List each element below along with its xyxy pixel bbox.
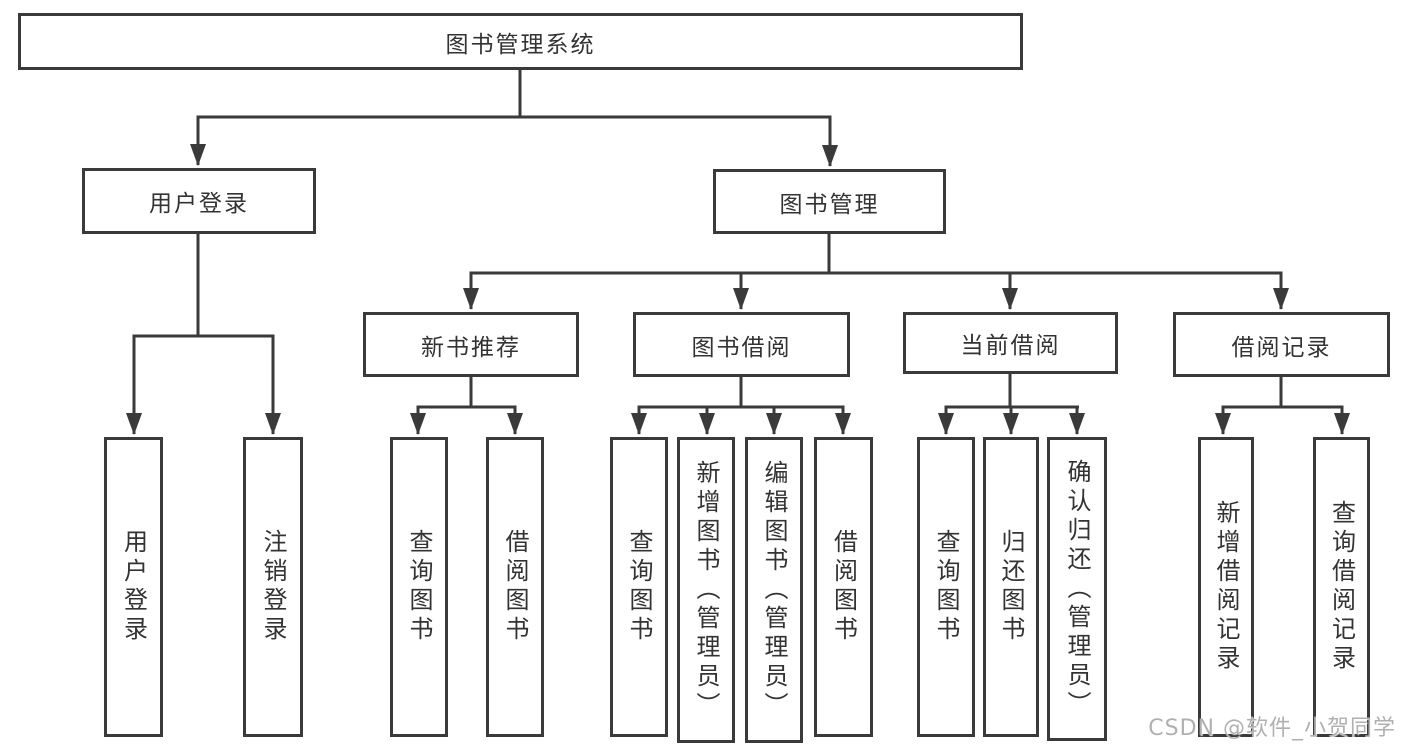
node-label: 图书管理 bbox=[779, 191, 880, 218]
leaf-borrow-book-recommend: 借阅图书 bbox=[486, 437, 544, 737]
node-label: 借阅图书 bbox=[501, 529, 529, 645]
node-label: 查询图书 bbox=[932, 529, 960, 645]
leaf-confirm-return-admin: 确认归还（管理员） bbox=[1047, 437, 1107, 741]
node-label: 图书借阅 bbox=[691, 334, 792, 361]
node-library-system: 图书管理系统 bbox=[18, 13, 1023, 70]
leaf-user-login: 用户登录 bbox=[104, 437, 163, 737]
leaf-return-book: 归还图书 bbox=[983, 437, 1039, 737]
node-label: 新增借阅记录 bbox=[1212, 500, 1240, 674]
node-label: 当前借阅 bbox=[960, 333, 1061, 359]
node-current-borrow: 当前借阅 bbox=[903, 312, 1118, 374]
node-label: 查询图书 bbox=[405, 529, 433, 645]
leaf-query-book-recommend: 查询图书 bbox=[390, 437, 448, 737]
leaf-query-book-borrow: 查询图书 bbox=[610, 437, 668, 737]
leaf-logout-login: 注销登录 bbox=[243, 437, 303, 737]
leaf-query-book-current: 查询图书 bbox=[917, 437, 975, 737]
node-label: 查询图书 bbox=[625, 529, 653, 645]
leaf-borrow-book-borrow: 借阅图书 bbox=[814, 437, 873, 737]
node-label: 借阅图书 bbox=[829, 529, 858, 645]
node-label: 确认归还（管理员） bbox=[1063, 458, 1091, 720]
node-label: 新增图书（管理员） bbox=[692, 459, 720, 721]
node-label: 用户登录 bbox=[149, 191, 249, 217]
node-label: 归还图书 bbox=[997, 529, 1025, 645]
node-user-login: 用户登录 bbox=[82, 168, 316, 234]
node-label: 查询借阅记录 bbox=[1327, 500, 1356, 674]
node-label: 图书管理系统 bbox=[445, 31, 596, 58]
watermark: CSDN @软件_小贺同学 bbox=[1148, 716, 1396, 741]
leaf-add-book-admin: 新增图书（管理员） bbox=[677, 437, 735, 743]
node-borrow-records: 借阅记录 bbox=[1173, 312, 1390, 377]
node-label: 用户登录 bbox=[119, 529, 148, 645]
node-book-borrow: 图书借阅 bbox=[633, 312, 850, 377]
node-label: 注销登录 bbox=[259, 529, 287, 645]
node-new-book-recommend: 新书推荐 bbox=[363, 312, 579, 377]
node-book-management: 图书管理 bbox=[713, 169, 946, 234]
leaf-add-borrow-record: 新增借阅记录 bbox=[1198, 437, 1254, 737]
node-label: 编辑图书（管理员） bbox=[760, 459, 788, 721]
node-label: 借阅记录 bbox=[1231, 334, 1332, 361]
leaf-query-borrow-record: 查询借阅记录 bbox=[1313, 437, 1370, 737]
leaf-edit-book-admin: 编辑图书（管理员） bbox=[745, 437, 803, 743]
node-label: 新书推荐 bbox=[421, 334, 521, 361]
